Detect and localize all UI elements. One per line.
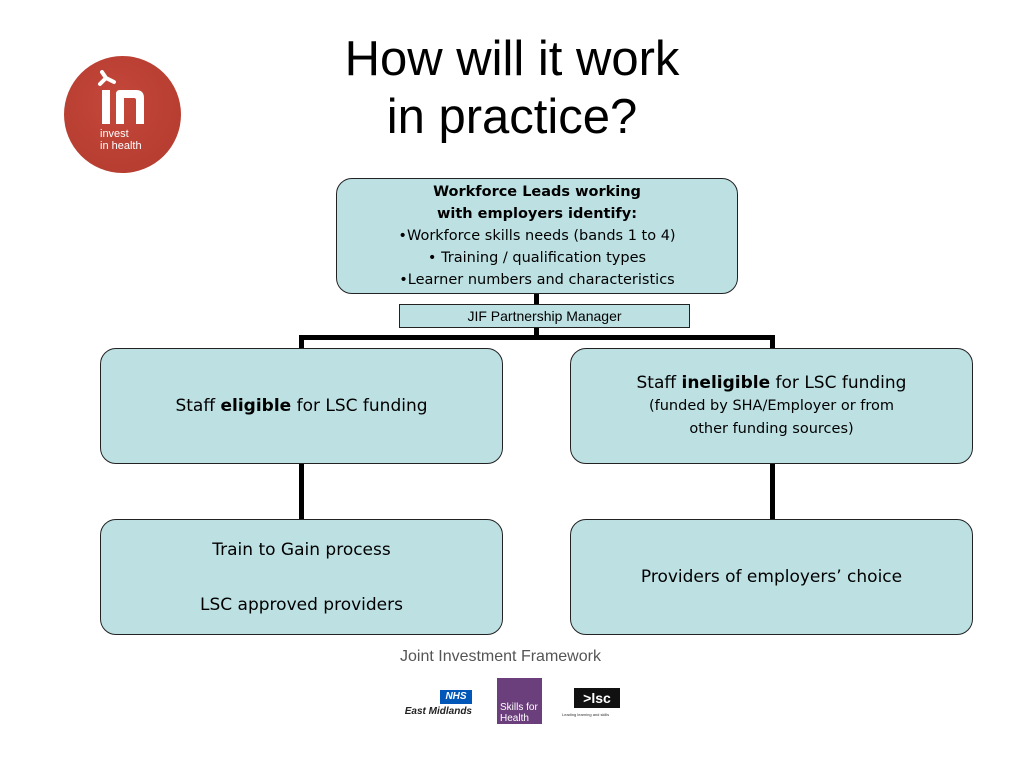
nhs-region: East Midlands	[404, 706, 472, 717]
train-to-gain-line-2: LSC approved providers	[200, 594, 403, 615]
ineligible-box: Staff ineligible for LSC funding (funded…	[570, 348, 973, 464]
ineligible-sub-2: other funding sources)	[689, 421, 854, 437]
workforce-item-2: • Training / qualification types	[427, 250, 647, 266]
workforce-item-1: •Workforce skills needs (bands 1 to 4)	[398, 228, 676, 244]
eligible-bold: eligible	[220, 396, 292, 416]
providers-text: Providers of employers’ choice	[640, 567, 903, 587]
ineligible-text: Staff ineligible for LSC funding	[637, 371, 907, 395]
ineligible-bold: ineligible	[681, 373, 771, 393]
providers-box: Providers of employers’ choice	[570, 519, 973, 635]
connector-top-vertical	[534, 294, 539, 304]
ineligible-sub-1: (funded by SHA/Employer or from	[648, 398, 895, 414]
title-line-1: How will it work	[344, 32, 680, 86]
title-line-2: in practice?	[386, 90, 638, 144]
train-to-gain-box: Train to Gain process LSC approved provi…	[100, 519, 503, 635]
eligible-text: Staff eligible for LSC funding	[175, 396, 427, 416]
skills-for-health-logo: Skills for Health	[497, 678, 542, 724]
eligible-box: Staff eligible for LSC funding	[100, 348, 503, 464]
lsc-logo: >lsc Leading learning and skills	[560, 688, 624, 720]
logo-text-line-1: invest	[100, 128, 129, 140]
eligible-suffix: for LSC funding	[291, 396, 428, 416]
ineligible-prefix: Staff	[636, 373, 682, 393]
page-title: How will it work in practice?	[262, 30, 762, 146]
connector-jif-vertical	[534, 328, 539, 340]
workforce-leads-box: Workforce Leads working with employers i…	[336, 178, 738, 294]
in-logo-icon	[98, 70, 144, 124]
footer-title: Joint Investment Framework	[400, 648, 601, 665]
workforce-heading-2: with employers identify:	[436, 206, 637, 222]
jif-partnership-manager-label: JIF Partnership Manager	[399, 304, 690, 328]
nhs-east-midlands-logo: NHS East Midlands	[400, 690, 474, 720]
eligible-prefix: Staff	[175, 396, 221, 416]
connector-right-lower	[770, 464, 775, 520]
connector-left-lower	[299, 464, 304, 520]
connector-right-drop	[770, 335, 775, 349]
workforce-item-3: •Learner numbers and characteristics	[399, 272, 675, 288]
lsc-tagline: Leading learning and skills	[562, 712, 610, 717]
train-to-gain-line-1: Train to Gain process	[212, 539, 391, 560]
lsc-badge: >lsc	[574, 688, 620, 708]
logo-text-line-2: in health	[100, 140, 142, 152]
sfh-line-2: Health	[500, 713, 529, 724]
invest-in-health-logo: invest in health	[64, 56, 181, 173]
connector-left-drop	[299, 335, 304, 349]
ineligible-suffix: for LSC funding	[770, 373, 907, 393]
connector-horizontal-bar	[299, 335, 775, 340]
workforce-heading-1: Workforce Leads working	[433, 184, 641, 200]
logo-text: invest in health	[100, 128, 142, 152]
sfh-line-1: Skills for	[500, 702, 538, 713]
nhs-badge: NHS	[440, 690, 472, 704]
